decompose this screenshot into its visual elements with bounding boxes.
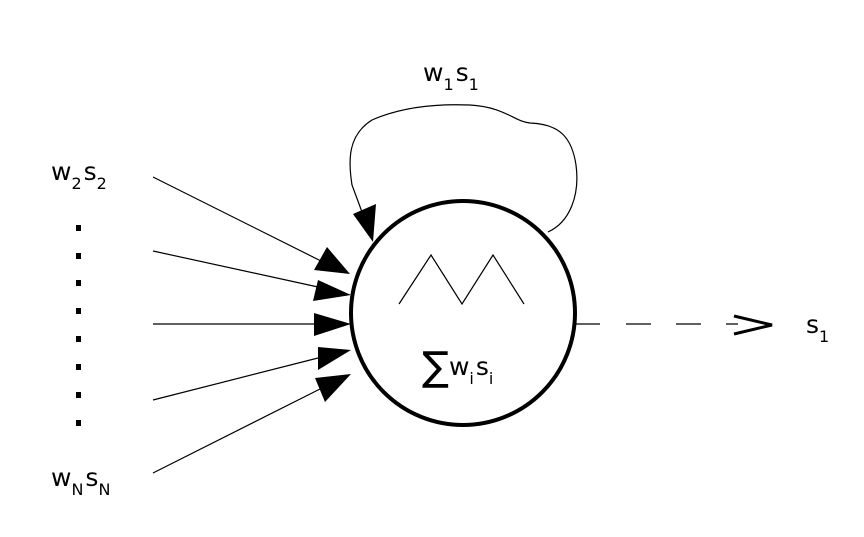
feedback-loop-curve xyxy=(349,104,578,233)
neuron-circle xyxy=(349,199,577,427)
input-bottom-label: wNsN xyxy=(51,463,110,499)
ellipsis-dot xyxy=(76,392,81,398)
input-line-5 xyxy=(152,387,323,474)
input-line-2 xyxy=(152,250,319,288)
feedback-arrowhead xyxy=(353,204,376,242)
ellipsis-dot xyxy=(76,225,81,231)
input-ellipsis-dots xyxy=(76,225,81,426)
ellipsis-dot xyxy=(76,280,81,286)
activation-zigzag xyxy=(398,253,525,306)
ellipsis-dot xyxy=(76,253,81,259)
ellipsis-dot xyxy=(76,308,81,314)
ellipsis-dot xyxy=(76,364,81,370)
feedback-label: w1s1 xyxy=(423,58,479,94)
output-label: s1 xyxy=(806,310,829,346)
input-line-4 xyxy=(152,357,319,401)
input-arrowhead-4 xyxy=(318,347,351,370)
ellipsis-dot xyxy=(76,420,81,426)
input-arrowhead-5 xyxy=(315,374,351,402)
input-line-1 xyxy=(152,176,326,264)
input-top-label: w2s2 xyxy=(51,157,107,193)
output-arrowhead xyxy=(733,314,773,336)
input-arrowhead-2 xyxy=(313,280,351,301)
ellipsis-dot xyxy=(76,336,81,342)
neuron-sum-label: ∑wisi xyxy=(422,344,493,390)
input-arrowhead-3 xyxy=(314,313,351,336)
input-arrowhead-1 xyxy=(314,247,350,274)
